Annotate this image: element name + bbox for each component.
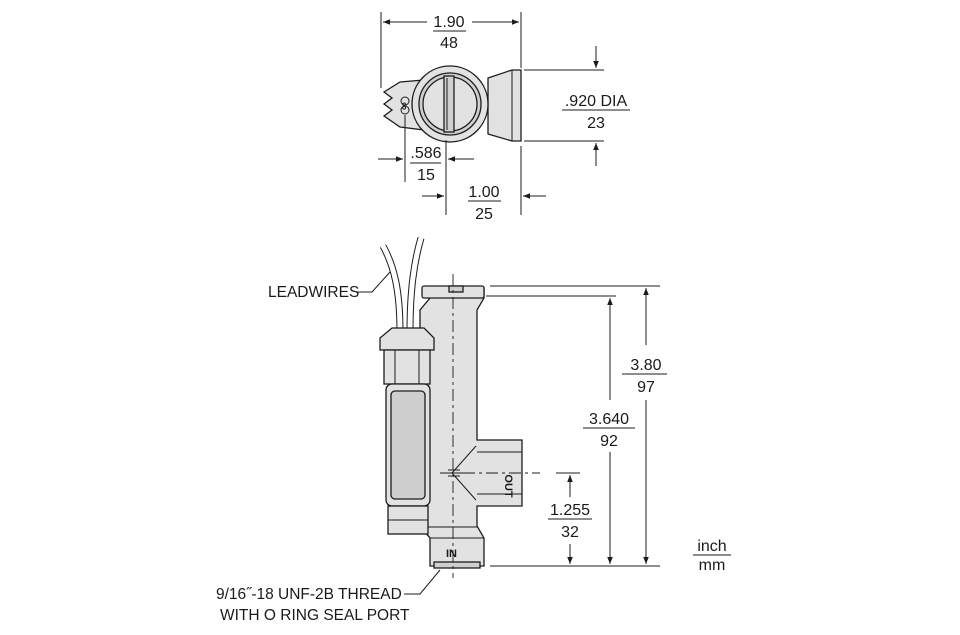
side-view: IN OUT ∞ LEADWIRES 9/16˝-18 UNF-2B THREA… [216, 102, 667, 624]
side-view-body [419, 287, 523, 567]
dim-outlet-height-inch: 1.255 [550, 502, 590, 519]
side-view-sensor-window [390, 390, 426, 500]
dim-offset-inch: .586 [410, 145, 441, 162]
dim-outlet-height-mm: 32 [561, 524, 579, 541]
dim-body-width-inch: 1.00 [468, 184, 499, 201]
dim-top-width-inch: 1.90 [433, 14, 464, 31]
units-inch: inch [697, 538, 726, 555]
dim-overall-height-mm: 97 [637, 379, 655, 396]
top-view-sleeve [487, 69, 522, 142]
dim-offset-mm: 15 [417, 167, 435, 184]
port-out-label: OUT [502, 474, 514, 498]
top-view: 1.90 48 .920 DIA 23 .586 15 1.00 25 [378, 12, 630, 223]
side-view-connector-nut [379, 327, 435, 351]
connector-mark: ∞ [398, 102, 410, 110]
units-legend: inch mm [693, 538, 731, 574]
port-in-label: IN [446, 548, 457, 560]
dim-body-width-mm: 25 [475, 206, 493, 223]
thread-label-line2: WITH O RING SEAL PORT [220, 607, 410, 624]
dim-port-height-mm: 92 [600, 433, 618, 450]
dim-port-height-inch: 3.640 [589, 411, 629, 428]
top-view-screw-slot [443, 75, 455, 133]
dim-diameter-inch: .920 DIA [565, 93, 628, 110]
thread-label-line1: 9/16˝-18 UNF-2B THREAD [216, 586, 402, 603]
units-mm: mm [699, 557, 726, 574]
dim-overall-height-inch: 3.80 [630, 357, 661, 374]
leadwires-label: LEADWIRES [268, 284, 359, 301]
side-view-thread-port [433, 561, 481, 569]
dim-top-width-mm: 48 [440, 35, 458, 52]
dim-diameter-mm: 23 [587, 115, 605, 132]
